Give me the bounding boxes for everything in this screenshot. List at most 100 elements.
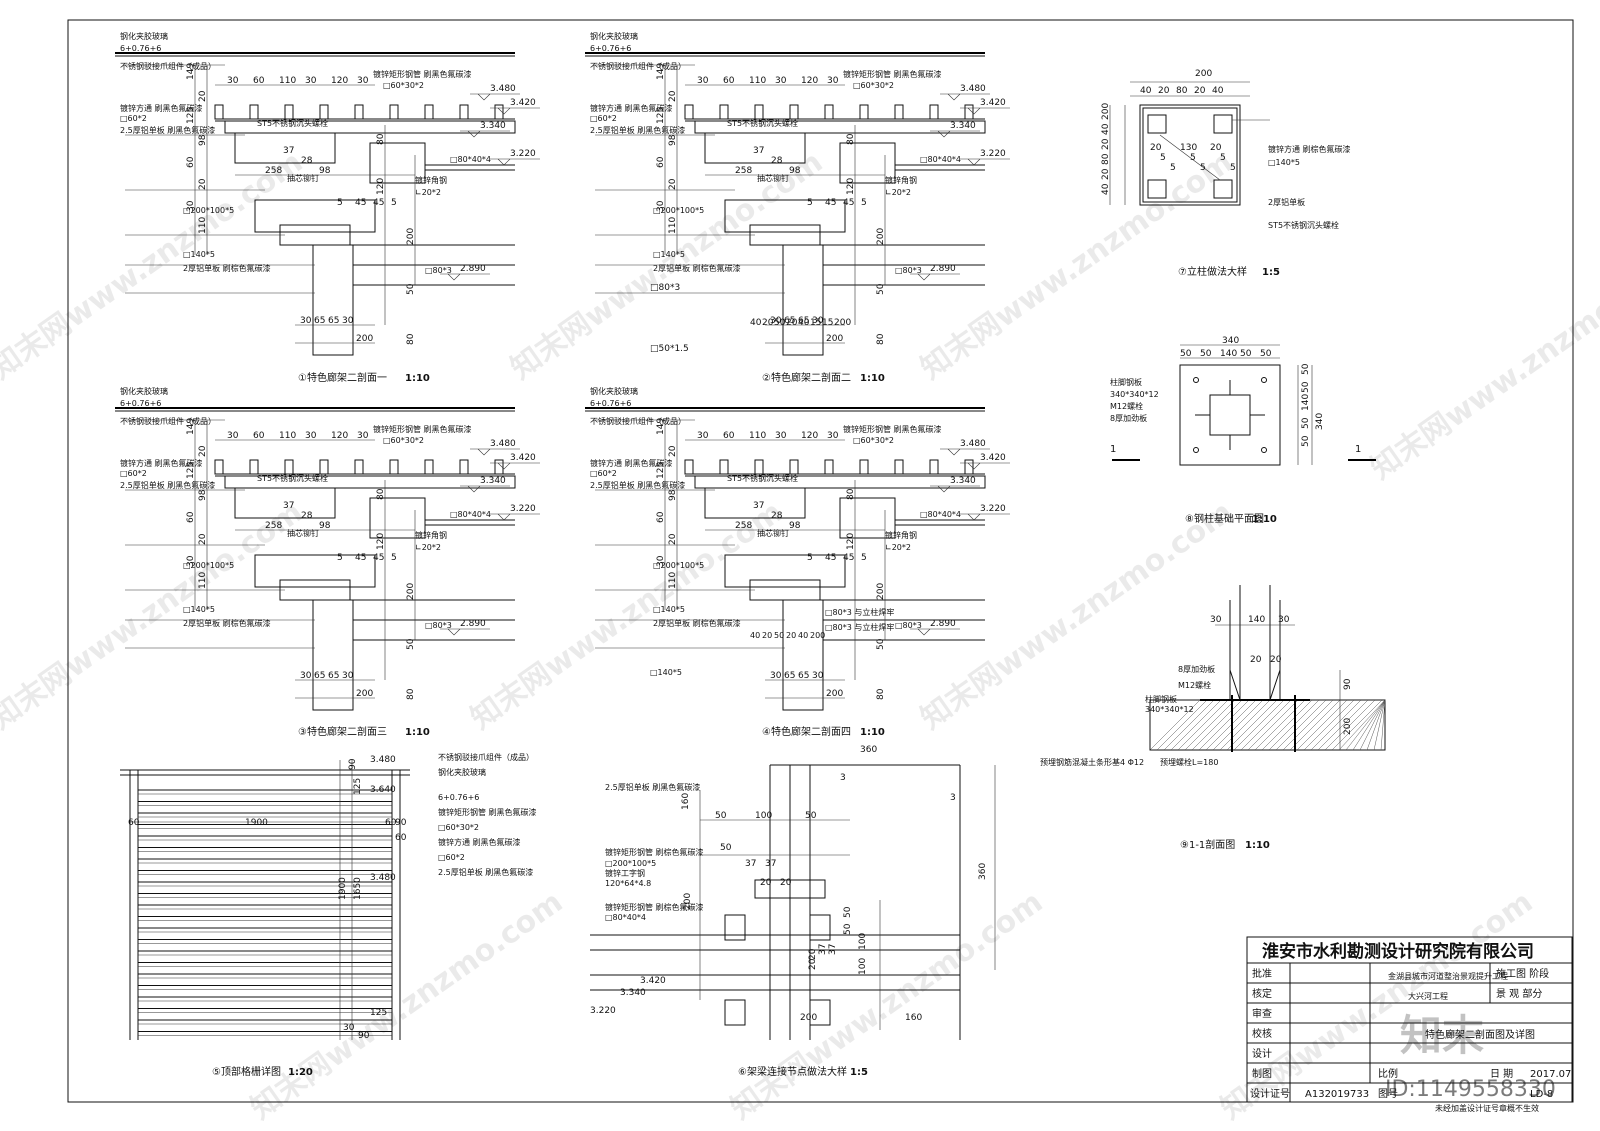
node-dim: 50: [843, 906, 853, 918]
dim-vert: 20: [668, 445, 678, 457]
base-plan-dim: 50: [1180, 349, 1192, 359]
section-label: 2.5厚铝单板 刷黑色氟碳漆: [120, 125, 215, 135]
column-dim: 5: [1160, 153, 1166, 163]
elevation: 2.890: [460, 264, 486, 274]
text-layer: ①特色廊架二剖面一 1:10 ②特色廊架二剖面二 1:10 ③特色廊架二剖面三 …: [212, 265, 1571, 1113]
hatch-line: [1191, 699, 1243, 751]
dim-mid: 5: [337, 553, 343, 563]
base-plan-label: 8厚加劲板: [1110, 413, 1147, 423]
dim-vert: 80: [376, 488, 386, 500]
s4-extra: 20: [762, 631, 772, 640]
grille-label: 2.5厚铝单板 刷黑色氟碳漆: [438, 867, 533, 877]
dim-top: 110: [749, 431, 766, 441]
elevation-mark: [960, 513, 1010, 521]
dim-mid: 28: [771, 156, 783, 166]
section-label: 2厚铝单板 刷棕色氟碳漆: [183, 263, 271, 273]
dim-vert: 20: [668, 90, 678, 102]
dim-top: 60: [253, 76, 265, 86]
grille-dim: 60: [128, 818, 140, 828]
dim-vert: 20: [198, 445, 208, 457]
section-label: 钢化夹胶玻璃: [120, 386, 168, 396]
column-dim: 40: [1212, 86, 1224, 96]
elevation: 3.340: [480, 476, 506, 486]
section-label: □80*40*4: [450, 510, 491, 519]
dim-bot: 65: [328, 671, 339, 681]
node-dim: 50: [805, 811, 817, 821]
base-plan-dim: 50: [1301, 417, 1311, 429]
dim-top: 30: [305, 76, 317, 86]
hatch-line: [1282, 699, 1334, 751]
hatch-line: [1380, 699, 1386, 751]
watermark: 知末网www.znzmo.com: [1365, 245, 1600, 487]
elevation-mark: [930, 485, 980, 493]
dim-vert: 60: [186, 511, 196, 523]
section-label: 不锈钢驳接爪组件（成品）: [590, 416, 686, 426]
s4-extra: 40: [750, 631, 760, 640]
section-label: □60*30*2: [853, 436, 894, 445]
base-sec-dim: 20: [1270, 655, 1282, 665]
drawing-title: 特色廊架二剖面图及详图: [1425, 1028, 1535, 1041]
caption-s1: ①特色廊架二剖面一: [298, 371, 387, 384]
hatch-line: [1352, 699, 1386, 751]
drawing-no: LD-8: [1530, 1089, 1553, 1100]
dim-vert: 200: [876, 583, 886, 600]
elevation: 3.340: [950, 121, 976, 131]
hatch-line: [1247, 699, 1299, 751]
section-label: □60*2: [590, 114, 617, 123]
section-label: 镀锌矩形钢管 刷黑色氟碳漆: [373, 424, 472, 434]
section-label: □80*3: [425, 266, 452, 275]
column-label: 镀锌方通 刷棕色氟碳漆: [1268, 144, 1351, 154]
base-sec-dim: 200: [1343, 718, 1353, 735]
scale-s8: 1:10: [1252, 514, 1277, 525]
dim-mid: 98: [319, 166, 331, 176]
s4-extra: □80*3 与立柱焊牢: [825, 622, 894, 632]
section-label: □60*30*2: [383, 436, 424, 445]
dim-bot: 200: [826, 689, 843, 699]
dim-top: 110: [749, 76, 766, 86]
discipline: 景 观 部分: [1496, 987, 1542, 1000]
node-dim: 3: [950, 793, 956, 803]
dim-vert: 80: [876, 333, 886, 345]
dim-vert: 20: [198, 178, 208, 190]
base-plan-dim: 140: [1220, 349, 1237, 359]
elevation: 3.480: [960, 84, 986, 94]
hatch-line: [1226, 699, 1278, 751]
base-sec-label: 预埋钢筋混凝土条形基4 Φ12: [1040, 757, 1144, 767]
scale-s7: 1:5: [1262, 267, 1280, 278]
s2-extra: 200: [834, 318, 851, 328]
section-label: 镀锌角钢: [885, 175, 917, 185]
dim-mid: 258: [265, 166, 282, 176]
column-dim: 80: [1176, 86, 1188, 96]
section-label: □80*3: [425, 621, 452, 630]
node-label: 镀锌工字钢: [605, 868, 645, 878]
dim-vert: 110: [198, 572, 208, 589]
section-mark: 1: [1110, 444, 1116, 455]
section-label: ST5不锈钢沉头螺栓: [727, 473, 798, 483]
dim-vert: 30: [186, 200, 196, 212]
grille-dim: 90: [395, 818, 407, 828]
elevation-mark: [960, 462, 1010, 470]
column-dim: 40: [1140, 86, 1152, 96]
elevation-mark: [940, 448, 990, 456]
dim-vert: 98: [198, 134, 208, 146]
section-label: 镀锌矩形钢管 刷黑色氟碳漆: [373, 69, 472, 79]
dim-bot: 65: [328, 316, 339, 326]
scale-s2: 1:10: [860, 373, 885, 384]
caption-s6: ⑥架梁连接节点做法大样: [738, 1065, 847, 1078]
dim-bot: 200: [356, 334, 373, 344]
dim-mid: 5: [807, 553, 813, 563]
hatch-line: [1233, 699, 1285, 751]
dim-mid: 37: [753, 146, 764, 156]
s2-extra: □50*1.5: [650, 344, 689, 354]
dim-top: 30: [357, 76, 369, 86]
dim-bot: 30: [770, 316, 782, 326]
elevation-mark: [490, 513, 540, 521]
base-plan-label: 柱脚钢板: [1110, 377, 1142, 387]
dim-vert: 110: [668, 572, 678, 589]
grille-dim: 90: [358, 1031, 370, 1041]
dim-vert: 50: [406, 638, 416, 650]
grille-dim: 1900: [245, 818, 268, 828]
